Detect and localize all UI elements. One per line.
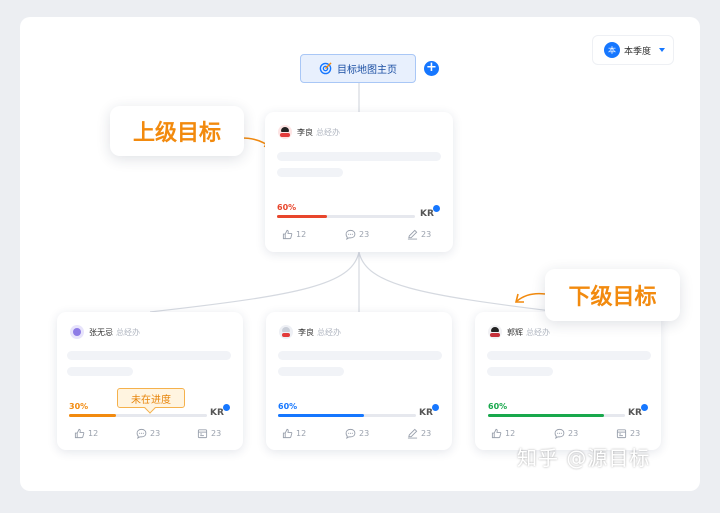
edit-count: 23 — [421, 429, 432, 438]
owner-role: 总经办 — [317, 327, 341, 337]
owner-name: 李良 — [297, 127, 313, 137]
comment-count: 23 — [359, 429, 370, 438]
watermark: 知乎 @源目标 — [517, 446, 651, 470]
kr-label[interactable]: KR — [628, 408, 642, 418]
content-placeholder — [278, 351, 442, 360]
thumbs-up-icon — [282, 229, 293, 240]
goal-card-subordinate[interactable]: 张无忌 总经办 30% KR 12 23 23 — [57, 312, 243, 450]
quarter-selector[interactable]: 本 本季度 — [592, 35, 674, 65]
kr-label[interactable]: KR — [210, 408, 224, 418]
like-count: 12 — [296, 230, 307, 239]
kr-badge-icon — [223, 404, 230, 411]
progress-label: 60% — [277, 203, 297, 212]
edit-stat[interactable]: 23 — [407, 229, 431, 240]
comment-icon — [136, 428, 147, 439]
avatar — [278, 125, 292, 139]
card-header: 李良 总经办 — [278, 125, 340, 139]
owner-name: 张无忌 — [89, 327, 113, 337]
add-icon[interactable]: + — [424, 61, 439, 76]
kr-badge-icon — [641, 404, 648, 411]
content-placeholder — [277, 168, 343, 177]
like-stat[interactable]: 12 — [282, 428, 306, 439]
like-count: 12 — [505, 429, 516, 438]
comment-icon — [345, 428, 356, 439]
goal-card-superior[interactable]: 李良 总经办 60% KR 12 23 23 — [265, 112, 453, 252]
content-placeholder — [487, 367, 553, 376]
owner-name: 郭辉 — [507, 327, 523, 337]
card-header: 郭辉 总经办 — [488, 325, 550, 339]
comment-icon — [345, 229, 356, 240]
comment-icon — [554, 428, 565, 439]
progress-bar — [488, 414, 625, 417]
comment-count: 23 — [568, 429, 579, 438]
progress-fill — [488, 414, 605, 417]
comment-stat[interactable]: 23 — [136, 428, 160, 439]
avatar — [70, 325, 84, 339]
progress-fill — [277, 215, 327, 218]
card-header: 张无忌 总经办 — [70, 325, 140, 339]
calendar-count: 23 — [211, 429, 222, 438]
progress-label: 60% — [278, 402, 298, 411]
goal-card-subordinate[interactable]: 李良 总经办 60% KR 12 23 23 — [266, 312, 452, 450]
owner-role: 总经办 — [316, 127, 340, 137]
edit-stat[interactable]: 23 — [407, 428, 431, 439]
comment-stat[interactable]: 23 — [345, 428, 369, 439]
owner-name: 李良 — [298, 327, 314, 337]
home-label: 目标地图主页 — [337, 65, 397, 76]
owner-role: 总经办 — [526, 327, 550, 337]
quarter-label: 本季度 — [624, 46, 652, 57]
edit-icon — [407, 428, 418, 439]
thumbs-up-icon — [491, 428, 502, 439]
callout-subordinate-goal: 下级目标 — [545, 269, 680, 321]
kr-badge-icon — [432, 404, 439, 411]
kr-label[interactable]: KR — [420, 209, 434, 219]
edit-count: 23 — [421, 230, 432, 239]
behind-schedule-tooltip: 未在进度 — [117, 388, 185, 408]
content-placeholder — [67, 351, 231, 360]
comment-count: 23 — [150, 429, 161, 438]
comment-stat[interactable]: 23 — [345, 229, 369, 240]
progress-label: 30% — [69, 402, 89, 411]
comment-stat[interactable]: 23 — [554, 428, 578, 439]
avatar — [279, 325, 293, 339]
progress-label: 60% — [488, 402, 508, 411]
edit-icon — [407, 229, 418, 240]
calendar-stat[interactable]: 23 — [197, 428, 221, 439]
comment-count: 23 — [359, 230, 370, 239]
callout-superior-goal: 上级目标 — [110, 106, 244, 156]
like-count: 12 — [296, 429, 307, 438]
quarter-badge: 本 — [604, 42, 620, 58]
calendar-icon — [197, 429, 208, 439]
content-placeholder — [67, 367, 133, 376]
content-placeholder — [278, 367, 344, 376]
chevron-down-icon — [659, 48, 666, 52]
thumbs-up-icon — [74, 428, 85, 439]
owner-role: 总经办 — [116, 327, 140, 337]
progress-fill — [278, 414, 364, 417]
goal-map-home-button[interactable]: 目标地图主页 — [300, 54, 416, 83]
calendar-stat[interactable]: 23 — [616, 428, 640, 439]
content-placeholder — [277, 152, 441, 161]
progress-bar — [278, 414, 416, 417]
progress-bar — [69, 414, 207, 417]
progress-fill — [69, 414, 116, 417]
kr-badge-icon — [433, 205, 440, 212]
target-icon — [319, 62, 332, 75]
calendar-count: 23 — [630, 429, 641, 438]
avatar — [488, 325, 502, 339]
thumbs-up-icon — [282, 428, 293, 439]
content-placeholder — [487, 351, 651, 360]
calendar-icon — [616, 429, 627, 439]
progress-bar — [277, 215, 415, 218]
like-stat[interactable]: 12 — [491, 428, 515, 439]
goal-card-subordinate[interactable]: 郭辉 总经办 60% KR 12 23 23 — [475, 312, 661, 450]
like-count: 12 — [88, 429, 99, 438]
like-stat[interactable]: 12 — [74, 428, 98, 439]
like-stat[interactable]: 12 — [282, 229, 306, 240]
card-header: 李良 总经办 — [279, 325, 341, 339]
kr-label[interactable]: KR — [419, 408, 433, 418]
